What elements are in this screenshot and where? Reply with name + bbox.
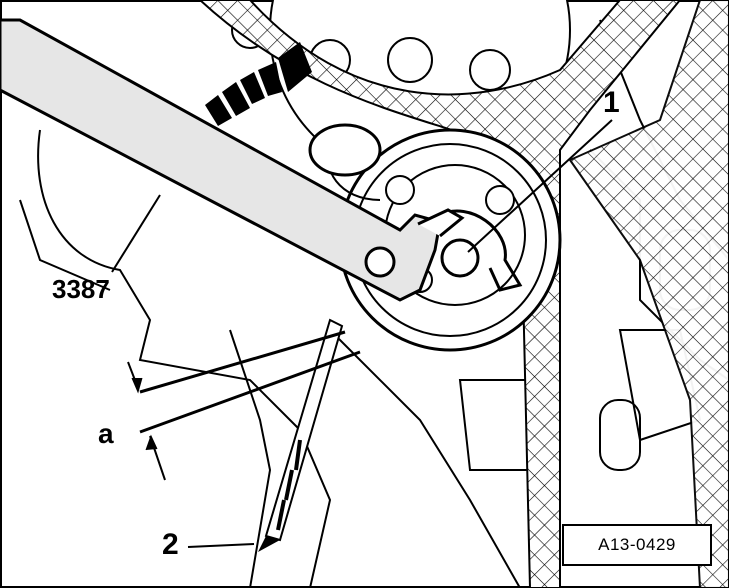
leader-tool-3387 <box>111 194 161 273</box>
tensioner-pulley <box>338 128 562 352</box>
dimension-a-lines <box>127 330 361 481</box>
leader-item-1 <box>467 119 613 253</box>
callout-tool-3387: 3387 <box>52 274 110 304</box>
drill-bit <box>258 318 344 552</box>
figure-id-label: A13-0429 <box>562 524 712 566</box>
tensioner-pointer <box>439 209 523 292</box>
toothed-belt <box>198 0 729 588</box>
rotation-direction-arrow-icon <box>205 42 312 126</box>
leader-lines <box>111 119 613 548</box>
leader-item-2 <box>187 543 255 548</box>
callout-item-1: 1 <box>603 86 620 119</box>
wrench-3387 <box>0 18 465 302</box>
eccentric-nut <box>440 238 480 278</box>
callout-dimension-a: a <box>98 418 114 449</box>
callout-item-2: 2 <box>162 528 179 561</box>
